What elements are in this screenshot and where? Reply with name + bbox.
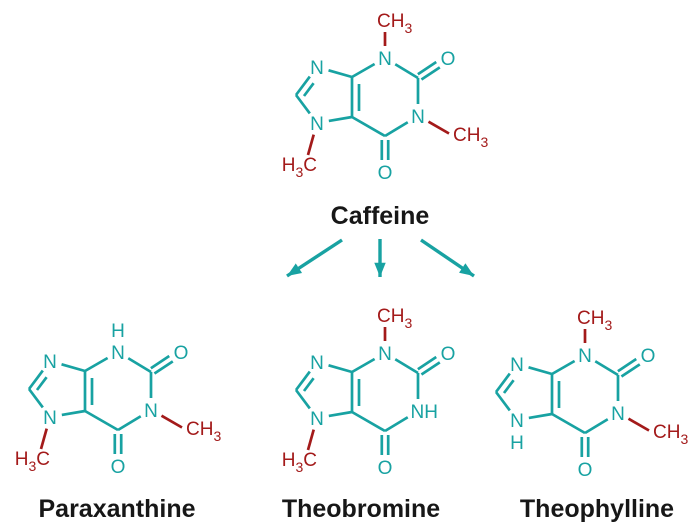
atom-O6-carbonyl: O bbox=[111, 457, 126, 478]
group-N3-methyl: CH3 bbox=[577, 308, 612, 333]
bond-N1-C6 bbox=[384, 121, 409, 138]
bond-C2-O-a bbox=[420, 66, 441, 81]
bond-N3-C2 bbox=[594, 360, 619, 377]
bond-C4-N3 bbox=[351, 357, 376, 374]
atom-N3: N bbox=[378, 344, 392, 365]
atom-O6-carbonyl: O bbox=[378, 458, 393, 479]
group-N3-methyl: CH3 bbox=[377, 306, 412, 331]
bond-C2-O-b bbox=[417, 60, 437, 76]
bond-N7-C5 bbox=[61, 409, 86, 417]
atom-O2-carbonyl: O bbox=[641, 346, 656, 367]
group-N1-methyl: CH3 bbox=[453, 125, 488, 150]
bond-N3-C2 bbox=[127, 357, 152, 374]
atom-O6-carbonyl: O bbox=[578, 460, 593, 481]
bond-C2-O-a bbox=[620, 363, 641, 378]
atom-N1: N bbox=[411, 107, 425, 128]
bond-C4-N9 bbox=[61, 362, 86, 373]
bond-N7-methyl bbox=[39, 428, 49, 450]
group-N3-methyl: CH3 bbox=[377, 11, 412, 36]
atom-N1: N bbox=[611, 404, 625, 425]
label-theobromine: Theobromine bbox=[281, 495, 441, 523]
bond-N1-methyl bbox=[627, 417, 650, 432]
arrow-caffeine-to-paraxanthine bbox=[286, 238, 343, 278]
bond-C6-C5 bbox=[84, 409, 119, 432]
label-caffeine: Caffeine bbox=[330, 202, 430, 230]
atom-N9: N bbox=[510, 355, 524, 376]
bond-N9-C8 bbox=[27, 369, 44, 390]
atom-N1: N bbox=[144, 401, 158, 422]
bond-N9-C8 bbox=[494, 372, 511, 393]
atom-N9: N bbox=[43, 352, 57, 373]
atom-O6-carbonyl: O bbox=[378, 163, 393, 184]
atom-N7: N bbox=[43, 408, 57, 429]
atom-N7-H: H bbox=[510, 433, 524, 454]
atom-N7: N bbox=[510, 411, 524, 432]
structure-paraxanthine: N N N O O N CH3 H H3C bbox=[0, 295, 230, 510]
bond-N9-C8-inner bbox=[35, 376, 48, 391]
bond-N1-C6 bbox=[117, 415, 142, 432]
bond-C8-N7 bbox=[27, 388, 44, 409]
atom-N3-H: H bbox=[111, 321, 125, 342]
bond-N7-methyl bbox=[306, 134, 316, 156]
bond-C4-N9 bbox=[328, 363, 353, 374]
bond-N1-methyl bbox=[427, 120, 450, 135]
label-paraxanthine: Paraxanthine bbox=[38, 495, 196, 523]
bond-C4-N3 bbox=[551, 359, 576, 376]
atom-N9: N bbox=[310, 353, 324, 374]
bond-N1-C6 bbox=[584, 418, 609, 435]
bond-N7-C5 bbox=[528, 412, 553, 420]
bond-C6-C5 bbox=[551, 412, 586, 435]
bond-N9-C8-inner bbox=[502, 379, 515, 394]
atom-O2-carbonyl: O bbox=[174, 343, 189, 364]
bond-N1-methyl bbox=[160, 414, 183, 429]
group-N1-methyl: CH3 bbox=[186, 419, 221, 444]
bond-C6-C5 bbox=[351, 115, 386, 138]
bond-N7-C5 bbox=[328, 410, 353, 418]
bond-N9-C8 bbox=[294, 75, 311, 96]
label-theophylline: Theophylline bbox=[519, 495, 675, 523]
group-N7-methyl: H3C bbox=[282, 155, 317, 180]
bond-C4-N9 bbox=[528, 365, 553, 376]
bond-C8-N7 bbox=[294, 389, 311, 410]
bond-C2-O-b bbox=[417, 355, 437, 371]
molecule-svg-paraxanthine: N N N O O N CH3 H H3C bbox=[15, 321, 222, 478]
bond-N9-C8-inner bbox=[302, 82, 315, 97]
atom-O2-carbonyl: O bbox=[441, 344, 456, 365]
bond-C2-O-b bbox=[617, 357, 637, 373]
bond-C2-O-a bbox=[420, 361, 441, 376]
atom-N3: N bbox=[111, 343, 125, 364]
bond-C8-N7 bbox=[494, 391, 511, 412]
bond-N9-C8 bbox=[294, 370, 311, 391]
bond-C6-C5 bbox=[351, 410, 386, 433]
bond-C8-N7 bbox=[294, 94, 311, 115]
bond-N7-C5 bbox=[328, 115, 353, 123]
bond-C4-N9 bbox=[328, 68, 353, 79]
bond-C2-O-b bbox=[150, 354, 170, 370]
arrow-caffeine-to-theophylline bbox=[420, 238, 475, 278]
bond-C4-N3 bbox=[84, 356, 109, 373]
group-N1-methyl: CH3 bbox=[653, 422, 688, 447]
bond-C4-N3 bbox=[351, 62, 376, 79]
group-N7-methyl: H3C bbox=[15, 449, 50, 474]
group-N7-methyl: H3C bbox=[282, 450, 317, 475]
bond-N7-methyl bbox=[306, 429, 316, 451]
atom-N9: N bbox=[310, 58, 324, 79]
bond-N1-C6 bbox=[384, 416, 409, 433]
bond-N3-C2 bbox=[394, 358, 419, 375]
atom-N7: N bbox=[310, 409, 324, 430]
bond-N9-C8-inner bbox=[302, 377, 315, 392]
bond-C2-O-a bbox=[153, 360, 174, 375]
atom-N7: N bbox=[310, 114, 324, 135]
atom-N3: N bbox=[378, 49, 392, 70]
atom-O2-carbonyl: O bbox=[441, 49, 456, 70]
atom-N3: N bbox=[578, 346, 592, 367]
atom-N1-H: NH bbox=[411, 402, 438, 423]
bond-N3-C2 bbox=[394, 63, 419, 80]
